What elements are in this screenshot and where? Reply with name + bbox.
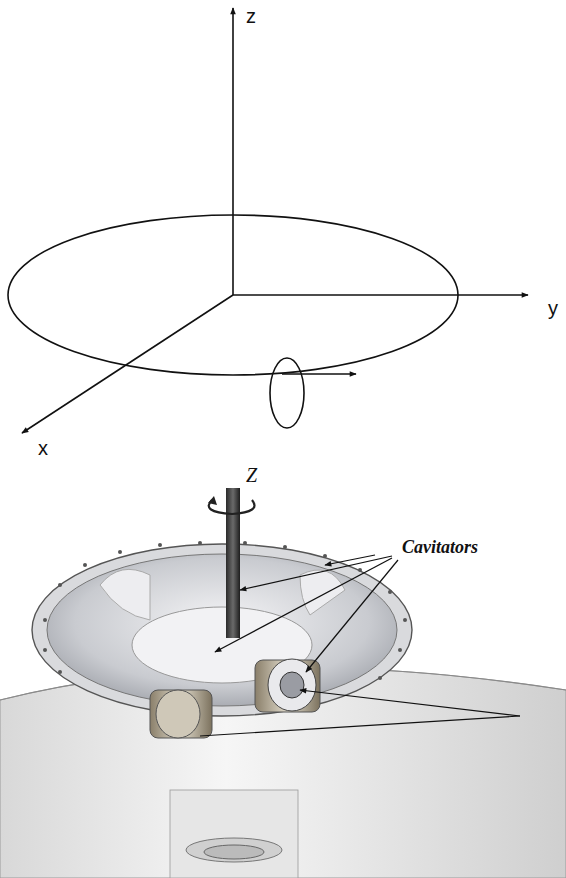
axis-label: Z (246, 465, 257, 485)
axis-label: z (246, 6, 256, 26)
axes (8, 8, 528, 433)
rotor-dish (32, 541, 412, 716)
cavitator-bodies (150, 659, 320, 738)
part-label: Cavitators (402, 538, 478, 556)
shaft (208, 488, 255, 638)
leader-lines (200, 555, 520, 736)
axis-label: y (548, 298, 558, 318)
axis-label: x (38, 438, 48, 458)
